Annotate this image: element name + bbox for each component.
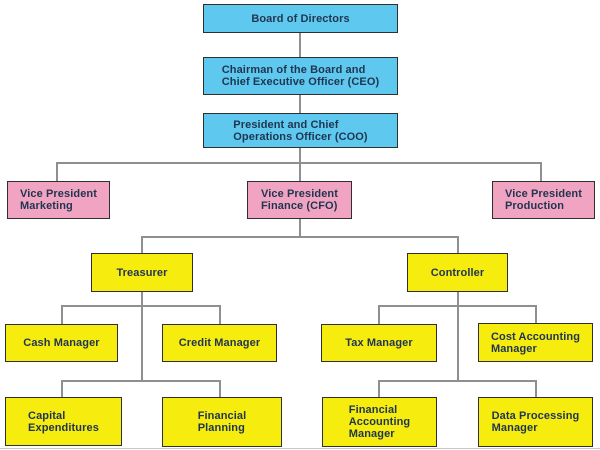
- connector-drop-financial-planning: [219, 380, 221, 397]
- connector-controller-bus-2: [378, 380, 537, 382]
- connector-cfo-to-bus: [299, 219, 301, 238]
- connector-drop-cost-accounting: [535, 305, 537, 324]
- node-tax-manager: Tax Manager: [321, 324, 437, 362]
- node-treasurer-label: Treasurer: [116, 266, 168, 279]
- node-financial-planning-label: Financial Planning: [197, 410, 247, 434]
- node-vp-production: Vice President Production: [492, 181, 595, 219]
- connector-drop-controller: [457, 236, 459, 254]
- node-cash-manager: Cash Manager: [5, 324, 118, 362]
- node-capital-expenditures: Capital Expenditures: [5, 397, 122, 446]
- connector-treasurer-spine: [141, 292, 143, 382]
- node-board-of-directors-label: Board of Directors: [251, 12, 350, 25]
- node-president-coo: President and Chief Operations Officer (…: [203, 113, 398, 148]
- node-vp-production-label: Vice President Production: [504, 188, 582, 212]
- connector-drop-tax-manager: [378, 305, 380, 324]
- node-vp-marketing-label: Vice President Marketing: [19, 188, 97, 212]
- node-controller: Controller: [407, 253, 508, 292]
- connector-ceo-to-coo: [299, 95, 301, 113]
- node-controller-label: Controller: [430, 266, 485, 279]
- node-chairman-ceo: Chairman of the Board and Chief Executiv…: [203, 57, 398, 95]
- node-vp-marketing: Vice President Marketing: [7, 181, 110, 219]
- page-bottom-rule: [0, 448, 600, 449]
- connector-coo-to-vp-bus: [299, 148, 301, 164]
- node-vp-finance-cfo-label: Vice President Finance (CFO): [260, 188, 338, 212]
- connector-drop-treasurer: [141, 236, 143, 254]
- node-president-coo-label: President and Chief Operations Officer (…: [233, 118, 368, 143]
- connector-drop-capital-expenditures: [61, 380, 63, 397]
- connector-board-to-ceo: [299, 33, 301, 57]
- connector-drop-credit-manager: [219, 305, 221, 324]
- connector-treasurer-bus-2: [61, 380, 221, 382]
- connector-controller-bus-1: [378, 305, 537, 307]
- connector-drop-vp-finance: [299, 162, 301, 182]
- connector-treasurer-bus-1: [61, 305, 221, 307]
- connector-drop-cash-manager: [61, 305, 63, 324]
- node-capital-expenditures-label: Capital Expenditures: [28, 409, 99, 434]
- node-credit-manager-label: Credit Manager: [178, 337, 261, 349]
- node-cost-accounting-manager-label: Cost Accounting Manager: [490, 330, 581, 355]
- node-vp-finance-cfo: Vice President Finance (CFO): [247, 181, 352, 219]
- node-chairman-ceo-label: Chairman of the Board and Chief Executiv…: [221, 64, 380, 88]
- node-financial-accounting-manager: Financial Accounting Manager: [322, 397, 437, 447]
- node-data-processing-manager: Data Processing Manager: [478, 397, 593, 447]
- node-cost-accounting-manager: Cost Accounting Manager: [478, 323, 593, 362]
- connector-drop-data-processing: [535, 380, 537, 397]
- connector-drop-vp-production: [540, 162, 542, 182]
- connector-controller-spine: [457, 292, 459, 382]
- connector-drop-financial-accounting: [378, 380, 380, 397]
- node-financial-planning: Financial Planning: [162, 397, 282, 447]
- node-tax-manager-label: Tax Manager: [345, 337, 413, 349]
- node-board-of-directors: Board of Directors: [203, 4, 398, 33]
- connector-treasurer-controller-bus: [141, 236, 459, 238]
- connector-drop-vp-marketing: [56, 162, 58, 182]
- node-data-processing-manager-label: Data Processing Manager: [491, 410, 580, 434]
- node-treasurer: Treasurer: [91, 253, 193, 292]
- node-cash-manager-label: Cash Manager: [23, 337, 100, 349]
- node-credit-manager: Credit Manager: [162, 324, 277, 362]
- node-financial-accounting-manager-label: Financial Accounting Manager: [348, 404, 411, 440]
